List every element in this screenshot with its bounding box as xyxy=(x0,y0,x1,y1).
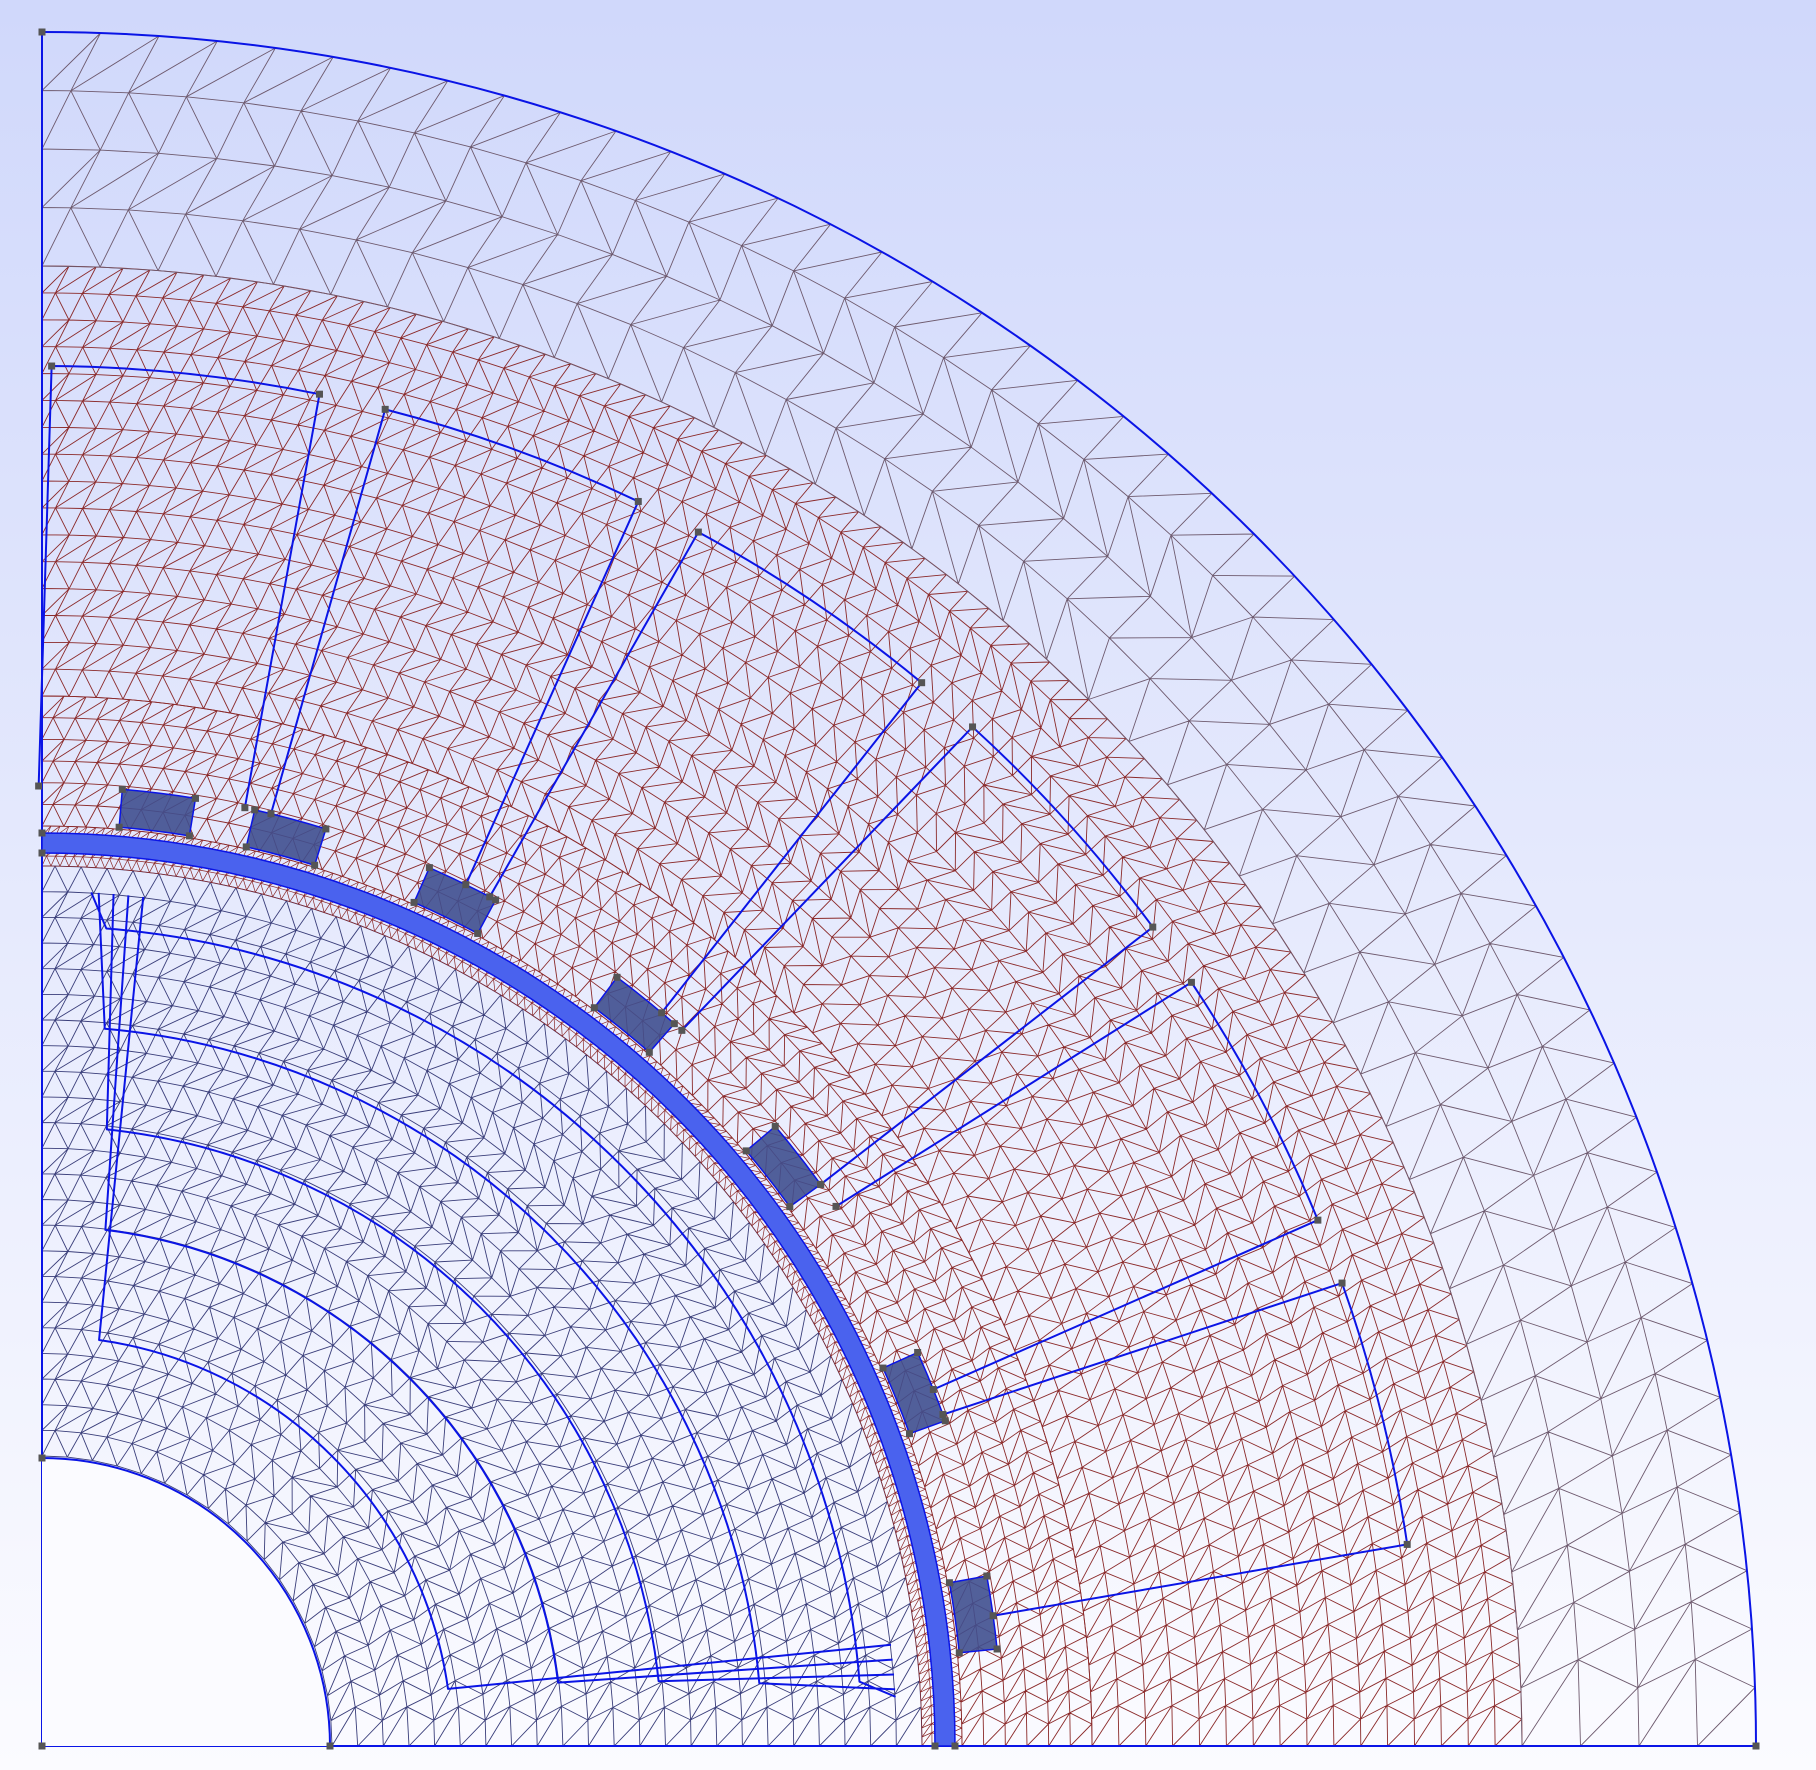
geometry-point xyxy=(185,832,193,840)
geometry-point xyxy=(786,1203,794,1211)
stator-slot-outline xyxy=(835,981,1319,1391)
geometry-point xyxy=(1403,1540,1411,1548)
geometry-point xyxy=(311,861,319,869)
geometry-point xyxy=(474,929,482,937)
geometry-point xyxy=(969,723,977,731)
geometry-point xyxy=(1149,923,1157,931)
geometry-point xyxy=(613,973,621,981)
geometry-point xyxy=(38,1742,46,1750)
geometry-point xyxy=(879,1364,887,1372)
geometry-point xyxy=(983,1572,991,1580)
geometry-point xyxy=(115,823,123,831)
geometry-point xyxy=(35,782,43,790)
geometry-point xyxy=(694,528,702,536)
geometry-point xyxy=(38,829,46,837)
geometry-point xyxy=(771,1122,779,1130)
geometry-point xyxy=(38,1454,46,1462)
geometry-point xyxy=(939,1411,947,1419)
outer-boundary-arc xyxy=(41,31,1757,1747)
geometry-point xyxy=(1752,1742,1760,1750)
geometry-point xyxy=(945,1579,953,1587)
stator-slot-outline xyxy=(488,531,923,1014)
geometry-point xyxy=(267,810,275,818)
geometry-point xyxy=(191,794,199,802)
geometry-point xyxy=(832,1202,840,1210)
geometry-point xyxy=(951,1742,959,1750)
rotor-mesh xyxy=(42,865,923,1746)
magnet-block xyxy=(118,788,197,837)
geometry-point xyxy=(670,1020,678,1028)
geometry-point xyxy=(410,898,418,906)
geometry-boundaries xyxy=(37,31,1757,1747)
stator-tooth-mesh xyxy=(42,695,1093,1746)
geometry-point xyxy=(38,28,46,36)
geometry-point xyxy=(678,1026,686,1034)
triangle-mesh xyxy=(42,32,1756,1746)
geometry-point xyxy=(742,1147,750,1155)
geometry-point xyxy=(241,804,249,812)
stator-slot-outline xyxy=(37,365,321,808)
geometry-point xyxy=(1338,1279,1346,1287)
geometry-point xyxy=(48,362,56,370)
rotor-flux-barrier xyxy=(104,895,893,1684)
rotor-flux-barrier xyxy=(98,896,892,1690)
stator-slot-outline xyxy=(681,725,1154,1186)
geometry-point xyxy=(118,785,126,793)
geometry-point xyxy=(590,1004,598,1012)
geometry-point xyxy=(1314,1216,1322,1224)
rotor-flux-barrier xyxy=(90,892,896,1698)
rotor-flux-barrier xyxy=(97,892,896,1691)
geometry-point xyxy=(905,1430,913,1438)
geometry-point xyxy=(492,896,500,904)
shaft-region xyxy=(42,1458,330,1746)
stator-slot-mesh xyxy=(42,265,1523,1746)
geometry-point xyxy=(955,1649,963,1657)
geometry-point xyxy=(1187,978,1195,986)
geometry-point xyxy=(462,881,470,889)
stator-yoke-mesh xyxy=(42,32,1756,1746)
geometry-point xyxy=(993,1645,1001,1653)
geometry-point xyxy=(989,1612,997,1620)
geometry-point xyxy=(381,405,389,413)
geometry-points xyxy=(35,28,1760,1750)
geometry-point xyxy=(251,806,259,814)
geometry-point xyxy=(941,1417,949,1425)
geometry-point xyxy=(658,1009,666,1017)
geometry-point xyxy=(38,849,46,857)
stator-slot-outline xyxy=(270,408,640,886)
geometry-point xyxy=(486,893,494,901)
geometry-point xyxy=(918,679,926,687)
shaft-arc xyxy=(41,1457,331,1747)
geometry-point xyxy=(929,1385,937,1393)
geometry-point xyxy=(242,843,250,851)
geometry-point xyxy=(425,864,433,872)
geometry-point xyxy=(914,1348,922,1356)
geometry-point xyxy=(645,1048,653,1056)
geometry-point xyxy=(326,1742,334,1750)
rotor-flux-barrier xyxy=(105,893,895,1683)
geometry-point xyxy=(322,825,330,833)
geometry-point xyxy=(931,1742,939,1750)
geometry-point xyxy=(315,390,323,398)
geometry-point xyxy=(634,497,642,505)
geometry-point xyxy=(817,1180,825,1188)
stator-slot-outline xyxy=(942,1282,1409,1617)
